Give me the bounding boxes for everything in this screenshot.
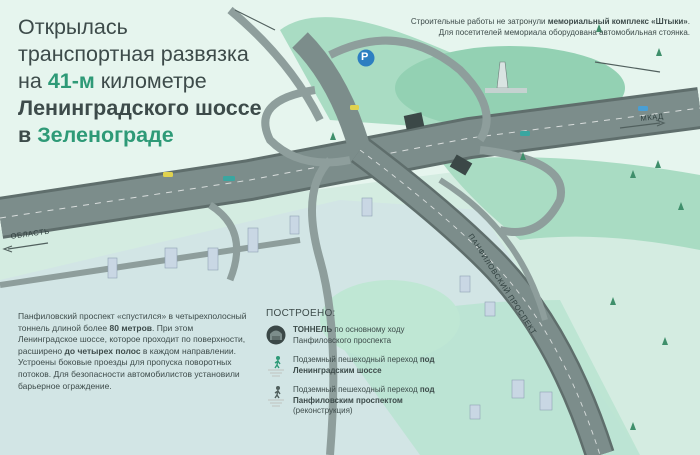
headline-line-2: транспортная развязка (18, 42, 249, 66)
building (539, 391, 553, 411)
memorial-note-pre: Строительные работы не затронули (410, 17, 548, 26)
legend-crossing-2-bold: под Панфиловским проспектом (293, 385, 435, 405)
trees (330, 24, 684, 430)
cars (163, 105, 648, 181)
headline-accent-km: 41-м (47, 69, 95, 93)
green-patch (320, 280, 460, 360)
legend: ПОСТРОЕНО: ТОННЕЛЬ по основному ходу Пан… (266, 308, 456, 425)
headline-line-3: на 41-м километре (18, 68, 318, 95)
description-text-1: Панфиловский проспект «спустился» в четы… (18, 311, 247, 333)
car (223, 176, 235, 181)
legend-crossing-1-text: Подземный пешеходный переход (293, 355, 420, 364)
tunnel-portal-south (449, 154, 473, 176)
loop-west (261, 86, 351, 167)
headline-line-5: в Зеленограде (18, 122, 318, 149)
car (520, 131, 530, 136)
tree (330, 132, 336, 140)
legend-tunnel-text: по основному ходу Панфиловского проспект… (293, 325, 405, 345)
building (207, 247, 219, 271)
side-road-east (438, 177, 548, 321)
legend-item-tunnel: ТОННЕЛЬ по основному ходу Панфиловского … (266, 325, 456, 347)
tree (662, 337, 668, 345)
car (638, 106, 648, 111)
memorial-note-bold: мемориальный ком­плекс «Штыки» (547, 17, 688, 26)
tunnel-icon (266, 325, 286, 345)
headline-line-3-post: километре (94, 69, 207, 93)
arrow-northeast (594, 61, 661, 73)
tree (520, 152, 526, 160)
tree (596, 24, 602, 32)
car (350, 105, 359, 110)
green-space-east (440, 157, 700, 250)
arrow-to-mkad (619, 122, 661, 129)
car (163, 172, 173, 177)
pedestrian-underpass-icon (268, 386, 284, 407)
headline-line-1: Открылась (18, 15, 128, 39)
tree (678, 202, 684, 210)
ramp-southwest (208, 202, 241, 282)
building (511, 379, 525, 399)
parking-icon (357, 49, 375, 67)
memorial-note: Строительные работы не затронули мемориа… (405, 17, 690, 38)
arrow-head-oblast (2, 245, 13, 253)
building (459, 275, 471, 293)
parking-symbol: P (361, 51, 369, 63)
headline-accent-city: Зеленограде (37, 123, 174, 147)
ramp-northeast (328, 36, 491, 143)
description-text-3: в каждом направлении. Устроены боковые п… (18, 345, 240, 391)
headline-line-5-pre: в (18, 123, 38, 147)
headline-line-3-pre: на (18, 69, 48, 93)
description-text-2: . При этом Ленинградское шоссе, которое … (18, 322, 246, 356)
description: Панфиловский проспект «спустился» в четы… (18, 311, 253, 392)
tree (630, 422, 636, 430)
tree (610, 297, 616, 305)
arrow-head-mkad (655, 119, 666, 127)
building (289, 215, 300, 235)
tree (630, 170, 636, 178)
memorial-base (485, 88, 527, 93)
building (469, 404, 481, 420)
tunnel-portal-north (403, 112, 425, 130)
legend-crossing-1-bold: под Ленинградским шоссе (293, 355, 435, 375)
city-buildings (107, 197, 553, 420)
legend-crossing-2-text: Подземный пешеходный переход (293, 385, 420, 394)
ramp-northwest (227, 6, 324, 122)
building (107, 257, 118, 279)
legend-tunnel-bold: ТОННЕЛЬ (293, 325, 333, 334)
description-bold-2: до четырех полос (64, 345, 141, 356)
building (484, 301, 496, 317)
memorial-note-post: . Для посетителей мемориала оборудована … (438, 17, 690, 37)
headline: Открылась транспортная развязка на 41-м … (18, 14, 318, 149)
legend-item-crossing-2: Подземный пешеходный переход под Панфило… (266, 385, 456, 417)
side-road-south (308, 157, 338, 455)
panfilov-centerline (359, 149, 601, 455)
legend-item-crossing-1: Подземный пешеходный переход под Ленингр… (266, 355, 456, 377)
arrow-north (234, 9, 276, 31)
legend-crossing-2-note: (реконструкция) (293, 406, 353, 415)
headline-line-4: Ленинградского шоссе (18, 96, 262, 120)
building (164, 247, 178, 269)
pedestrian-underpass-icon (268, 356, 284, 377)
tree (655, 160, 661, 168)
building (247, 227, 259, 253)
arrow-to-oblast (7, 242, 49, 250)
building (361, 197, 373, 217)
panfilov-north (292, 32, 371, 154)
description-bold-1: 80 метров (109, 322, 153, 333)
tree (656, 48, 662, 56)
legend-title: ПОСТРОЕНО: (266, 308, 336, 319)
